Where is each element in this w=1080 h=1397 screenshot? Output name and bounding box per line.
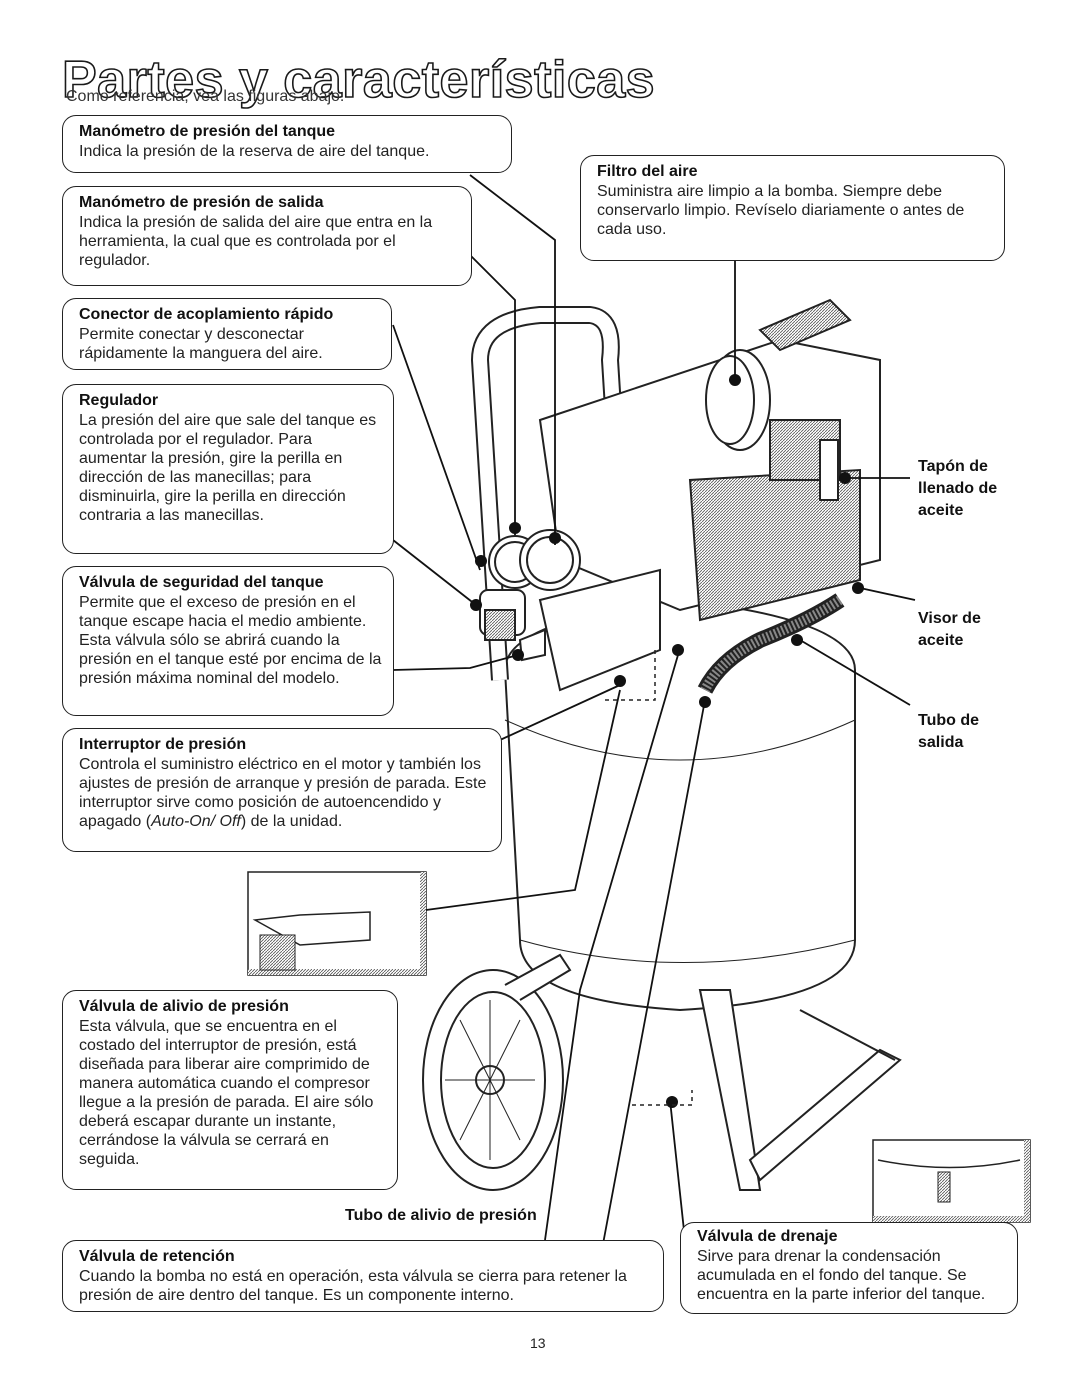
- label-relief-tube: Tubo de alivio de presión: [345, 1207, 537, 1224]
- relief-valve-title: Válvula de alivio de presión: [79, 998, 289, 1015]
- page-title: Partes y características: [61, 50, 656, 110]
- label-oil-sight-glass: Visor de aceite: [918, 610, 981, 649]
- label-oil-fill-cap: Tapón de llenado de aceite: [918, 458, 998, 519]
- inset-pressure-valve: [247, 871, 427, 976]
- safety-valve-title: Válvula de seguridad del tanque: [79, 574, 324, 591]
- callout-pressure-switch: Interruptor de presión Controla el sumin…: [62, 728, 502, 852]
- callout-safety-valve: Válvula de seguridad del tanque Permite …: [62, 566, 394, 716]
- callout-air-filter: Filtro del aire Suministra aire limpio a…: [580, 155, 1005, 261]
- check-valve-title: Válvula de retención: [79, 1248, 235, 1265]
- air-filter-desc: Suministra aire limpio a la bomba. Siemp…: [597, 183, 965, 238]
- gauge-assembly: [479, 529, 661, 692]
- leader-dots: [470, 374, 864, 1108]
- tank-gauge-desc: Indica la presión de la reserva de aire …: [79, 143, 430, 160]
- base-frame: [698, 989, 902, 1191]
- pressure-switch-title: Interruptor de presión: [79, 736, 247, 753]
- callout-relief-valve: Válvula de alivio de presión Esta válvul…: [62, 990, 398, 1190]
- safety-valve-desc: Permite que el exceso de presión en el t…: [79, 594, 382, 687]
- wheel: [422, 953, 572, 1191]
- outlet-gauge-title: Manómetro de presión de salida: [79, 194, 324, 211]
- callout-regulator: Regulador La presión del aire que sale d…: [62, 384, 394, 554]
- regulator-title: Regulador: [79, 392, 159, 409]
- callout-quick-coupler: Conector de acoplamiento rápido Permite …: [62, 298, 392, 370]
- drain-valve-desc: Sirve para drenar la condensación acumul…: [697, 1248, 986, 1303]
- pump: [538, 298, 881, 622]
- inset-drain-valve: [872, 1139, 1031, 1223]
- drain-valve-title: Válvula de drenaje: [697, 1228, 838, 1245]
- quick-coupler-desc: Permite conectar y desconectar rápidamen…: [79, 326, 323, 362]
- callout-check-valve: Válvula de retención Cuando la bomba no …: [62, 1240, 664, 1312]
- leader-lines: [392, 174, 916, 1261]
- page-subtitle: Como referencia, vea las figuras abajo.: [66, 88, 345, 105]
- label-outlet-tube: Tubo de salida: [918, 712, 980, 751]
- page-number: 13: [530, 1335, 546, 1351]
- check-valve-desc: Cuando la bomba no está en operación, es…: [79, 1268, 627, 1304]
- outlet-gauge-desc: Indica la presión de salida del aire que…: [79, 214, 433, 269]
- tank-gauge-title: Manómetro de presión del tanque: [79, 123, 336, 140]
- callout-tank-gauge: Manómetro de presión del tanque Indica l…: [62, 115, 512, 173]
- callout-outlet-gauge: Manómetro de presión de salida Indica la…: [62, 186, 472, 286]
- air-filter-title: Filtro del aire: [597, 163, 698, 180]
- regulator-desc: La presión del aire que sale del tanque …: [79, 412, 377, 524]
- quick-coupler-title: Conector de acoplamiento rápido: [79, 306, 334, 323]
- relief-valve-desc: Esta válvula, que se encuentra en el cos…: [79, 1018, 374, 1168]
- callout-drain-valve: Válvula de drenaje Sirve para drenar la …: [680, 1222, 1018, 1314]
- pressure-switch-desc: Controla el suministro eléctrico en el m…: [79, 756, 487, 830]
